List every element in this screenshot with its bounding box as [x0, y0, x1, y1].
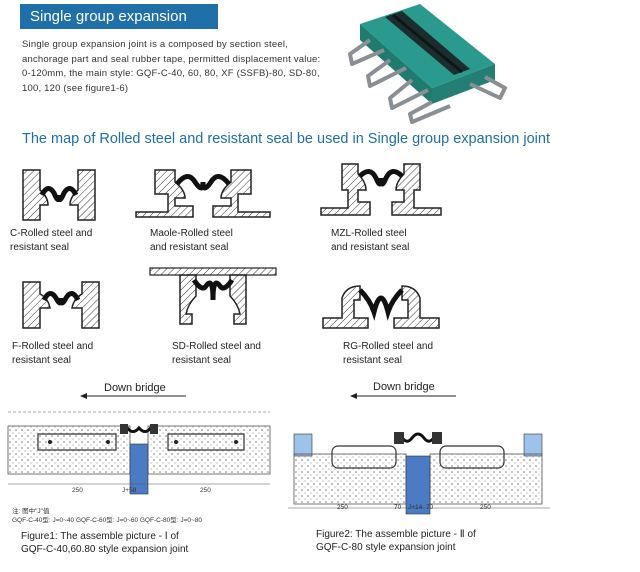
- caption-line: F-Rolled steel and: [12, 341, 94, 352]
- figure1-dim-mid: J+58: [122, 487, 137, 494]
- map-title: The map of Rolled steel and resistant se…: [22, 131, 550, 147]
- caption-line: GQF-C-80 style expansion joint: [316, 542, 456, 553]
- caption-line: C-Rolled steel and: [10, 228, 93, 239]
- profile-mzl-drawing: [320, 163, 442, 216]
- figure1-dim-right: 250: [200, 487, 211, 494]
- figure2-dim-3: J+14: [408, 504, 423, 511]
- figure1-note-line2: GQF-C-40型: J=0~40 GQF-C-60型: J=0~60 GQF-…: [12, 517, 203, 524]
- caption-line: Figure1: The assemble picture - Ⅰ of: [21, 531, 179, 542]
- product-illustration: [348, 4, 507, 124]
- figure2-dim-4: 70: [426, 504, 434, 511]
- profile-caption-rg: RG-Rolled steel and resistant seal: [343, 340, 433, 368]
- figure2-dim-2: 70: [394, 504, 402, 511]
- profile-caption-f: F-Rolled steel and resistant seal: [12, 340, 93, 368]
- figure2-drawing: [288, 432, 550, 515]
- profile-f-drawing: [22, 281, 100, 329]
- figure2-direction-label: Down bridge: [373, 381, 435, 393]
- figure1-caption: Figure1: The assemble picture - Ⅰ of GQF…: [21, 530, 188, 556]
- figure1-direction-label: Down bridge: [104, 382, 166, 394]
- profile-caption-sd: SD-Rolled steel and resistant seal: [172, 340, 261, 368]
- figure2-caption: Figure2: The assemble picture - Ⅱ of GQF…: [316, 528, 476, 554]
- section-title: Single group expansion joint: [20, 4, 218, 50]
- figure2-arrow: [350, 393, 456, 399]
- profile-caption-mzl: MZL-Rolled steel and resistant seal: [331, 227, 409, 255]
- profile-caption-maole: Maole-Rolled steel and resistant seal: [150, 227, 233, 255]
- caption-line: resistant seal: [12, 355, 71, 366]
- caption-line: GQF-C-40,60.80 style expansion joint: [21, 544, 189, 555]
- caption-line: MZL-Rolled steel: [331, 228, 407, 239]
- profile-caption-c: C-Rolled steel and resistant seal: [10, 227, 92, 255]
- profile-maole-drawing: [135, 169, 271, 218]
- figure1-note-line1: 注: 图中"J"值: [12, 508, 50, 515]
- figure2-dim-5: 250: [480, 504, 491, 511]
- caption-line: Maole-Rolled steel: [150, 228, 233, 239]
- figure1-arrow: [80, 393, 186, 399]
- profile-rg-drawing: [322, 285, 440, 329]
- caption-line: RG-Rolled steel and: [343, 341, 434, 352]
- profile-c-drawing: [22, 169, 96, 221]
- caption-line: SD-Rolled steel and: [172, 341, 261, 352]
- caption-line: Figure2: The assemble picture - Ⅱ of: [316, 529, 476, 540]
- caption-line: resistant seal: [343, 355, 402, 366]
- caption-line: resistant seal: [10, 242, 69, 253]
- figure1-dim-left: 250: [72, 487, 83, 494]
- intro-paragraph: Single group expansion joint is a compos…: [22, 39, 321, 94]
- figure2-dim-1: 250: [337, 504, 348, 511]
- caption-line: and resistant seal: [331, 242, 410, 253]
- figure1-drawing: [7, 411, 271, 495]
- caption-line: and resistant seal: [150, 242, 229, 253]
- profile-sd-drawing: [149, 267, 277, 325]
- caption-line: resistant seal: [172, 355, 231, 366]
